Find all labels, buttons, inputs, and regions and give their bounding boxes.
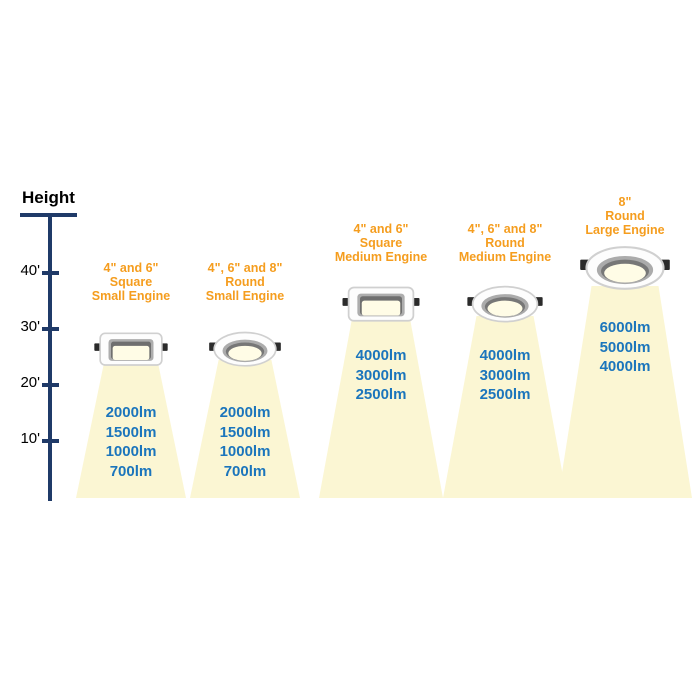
lumen-value: 4000lm xyxy=(479,347,531,364)
lumen-value: 2000lm xyxy=(105,404,157,421)
lumen-value: 1000lm xyxy=(219,443,271,460)
lumen-value: 3000lm xyxy=(355,366,407,384)
lumen-list: 4000lm 3000lm 2500lm xyxy=(443,346,567,405)
lumen-list: 2000lm 1500lm 1000lm 700lm xyxy=(190,403,300,481)
fixture-title: 4" and 6" Square Small Engine xyxy=(76,261,186,303)
fixture-title-line: Small Engine xyxy=(205,289,285,303)
fixture-title-line: Medium Engine xyxy=(458,250,552,264)
fixture-title-line: 8" xyxy=(618,195,632,209)
fixture-title-line: Round xyxy=(225,275,265,289)
lumen-value: 4000lm xyxy=(355,347,407,364)
tick-label-30ft: 30' xyxy=(20,318,40,335)
axis-vertical-line xyxy=(48,213,52,501)
tick-label-20ft: 20' xyxy=(20,374,40,391)
fixture-title-line: 4" and 6" xyxy=(103,261,159,275)
lumen-value: 3000lm xyxy=(479,366,531,384)
lumen-value: 1500lm xyxy=(219,423,271,441)
fixture-title-line: Small Engine xyxy=(91,289,171,303)
square-downlight-icon xyxy=(342,286,420,322)
round-downlight-icon xyxy=(580,246,670,290)
fixture-title-line: Square xyxy=(109,275,153,289)
tick-mark-20ft xyxy=(42,383,59,387)
lumen-value: 1500lm xyxy=(105,423,157,441)
lumen-value: 4000lm xyxy=(599,358,651,375)
fixture-title-line: Round xyxy=(605,209,645,223)
tick-mark-30ft xyxy=(42,327,59,331)
lumen-value: 2500lm xyxy=(355,386,407,403)
lumen-value: 6000lm xyxy=(599,319,651,336)
fixture-title-line: Round xyxy=(485,236,525,250)
fixture-title-line: Medium Engine xyxy=(334,250,428,264)
round-downlight-icon xyxy=(209,331,281,367)
lumen-value: 1000lm xyxy=(105,443,157,460)
tick-label-10ft: 10' xyxy=(20,430,40,447)
lumen-value: 2000lm xyxy=(219,404,271,421)
fixture-title-line: 4" and 6" xyxy=(353,222,409,236)
square-downlight-icon xyxy=(94,332,168,366)
fixture-title-line: 4", 6" and 8" xyxy=(467,222,543,236)
round-downlight-icon xyxy=(467,285,543,323)
fixture-title: 4", 6" and 8" Round Medium Engine xyxy=(450,222,560,264)
tick-mark-40ft xyxy=(42,271,59,275)
lumen-list: 4000lm 3000lm 2500lm xyxy=(319,346,443,405)
lumen-list: 2000lm 1500lm 1000lm 700lm xyxy=(76,403,186,481)
fixture-title: 4" and 6" Square Medium Engine xyxy=(326,222,436,264)
tick-label-40ft: 40' xyxy=(20,262,40,279)
tick-mark-10ft xyxy=(42,439,59,443)
lumen-value: 700lm xyxy=(223,462,267,480)
lumen-list: 6000lm 5000lm 4000lm xyxy=(558,318,692,377)
light-cone xyxy=(319,316,443,498)
fixture-title-line: 4", 6" and 8" xyxy=(207,261,283,275)
fixture-title: 4", 6" and 8" Round Small Engine xyxy=(190,261,300,303)
fixture-title-line: Large Engine xyxy=(585,223,665,237)
fixture-title: 8" Round Large Engine xyxy=(568,195,682,237)
axis-title: Height xyxy=(22,188,75,207)
lumen-value: 2500lm xyxy=(479,386,531,403)
fixture-title-line: Square xyxy=(359,236,403,250)
light-cone xyxy=(443,316,567,498)
lumen-value: 5000lm xyxy=(599,338,651,356)
lumen-value: 700lm xyxy=(109,462,153,480)
